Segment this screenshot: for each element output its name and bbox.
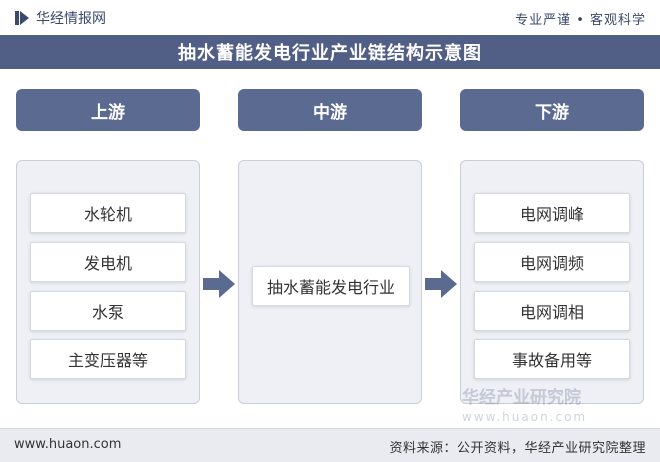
upstream-item: 发电机 (30, 242, 186, 282)
footer-source: 资料来源：公开资料，华经产业研究院整理 (389, 441, 646, 456)
top-bar: 华经情报网 专业严谨 • 客观科学 (0, 0, 660, 36)
tagline: 专业严谨 • 客观科学 (515, 13, 646, 28)
footer: www.huaon.com 资料来源：公开资料，华经产业研究院整理 (0, 428, 660, 462)
downstream-item: 事故备用等 (474, 339, 630, 379)
page-title: 抽水蓄能发电行业产业链结构示意图 (0, 35, 660, 69)
arrow-right-icon (425, 270, 457, 298)
downstream-header: 下游 (460, 89, 644, 131)
upstream-header: 上游 (16, 89, 200, 131)
arrow-right-icon (203, 270, 235, 298)
upstream-item: 水泵 (30, 291, 186, 331)
upstream-panel: 水轮机 发电机 水泵 主变压器等 (16, 160, 200, 404)
brand: 华经情报网 (14, 8, 106, 28)
midstream-header: 中游 (238, 89, 422, 131)
midstream-panel: 抽水蓄能发电行业 (238, 160, 422, 404)
downstream-item: 电网调相 (474, 291, 630, 331)
watermark-name: 华经产业研究院 (462, 388, 581, 408)
watermark: 华经产业研究院 www.huaon.com (462, 383, 642, 424)
downstream-panel: 电网调峰 电网调频 电网调相 事故备用等 (460, 160, 644, 404)
huajing-logo-icon (14, 9, 30, 27)
watermark-url: www.huaon.com (462, 410, 588, 424)
brand-name: 华经情报网 (36, 11, 106, 27)
midstream-item: 抽水蓄能发电行业 (252, 266, 410, 306)
downstream-item: 电网调频 (474, 242, 630, 282)
upstream-item: 主变压器等 (30, 339, 186, 379)
upstream-item: 水轮机 (30, 193, 186, 233)
footer-site-link[interactable]: www.huaon.com (14, 437, 122, 452)
downstream-item: 电网调峰 (474, 193, 630, 233)
